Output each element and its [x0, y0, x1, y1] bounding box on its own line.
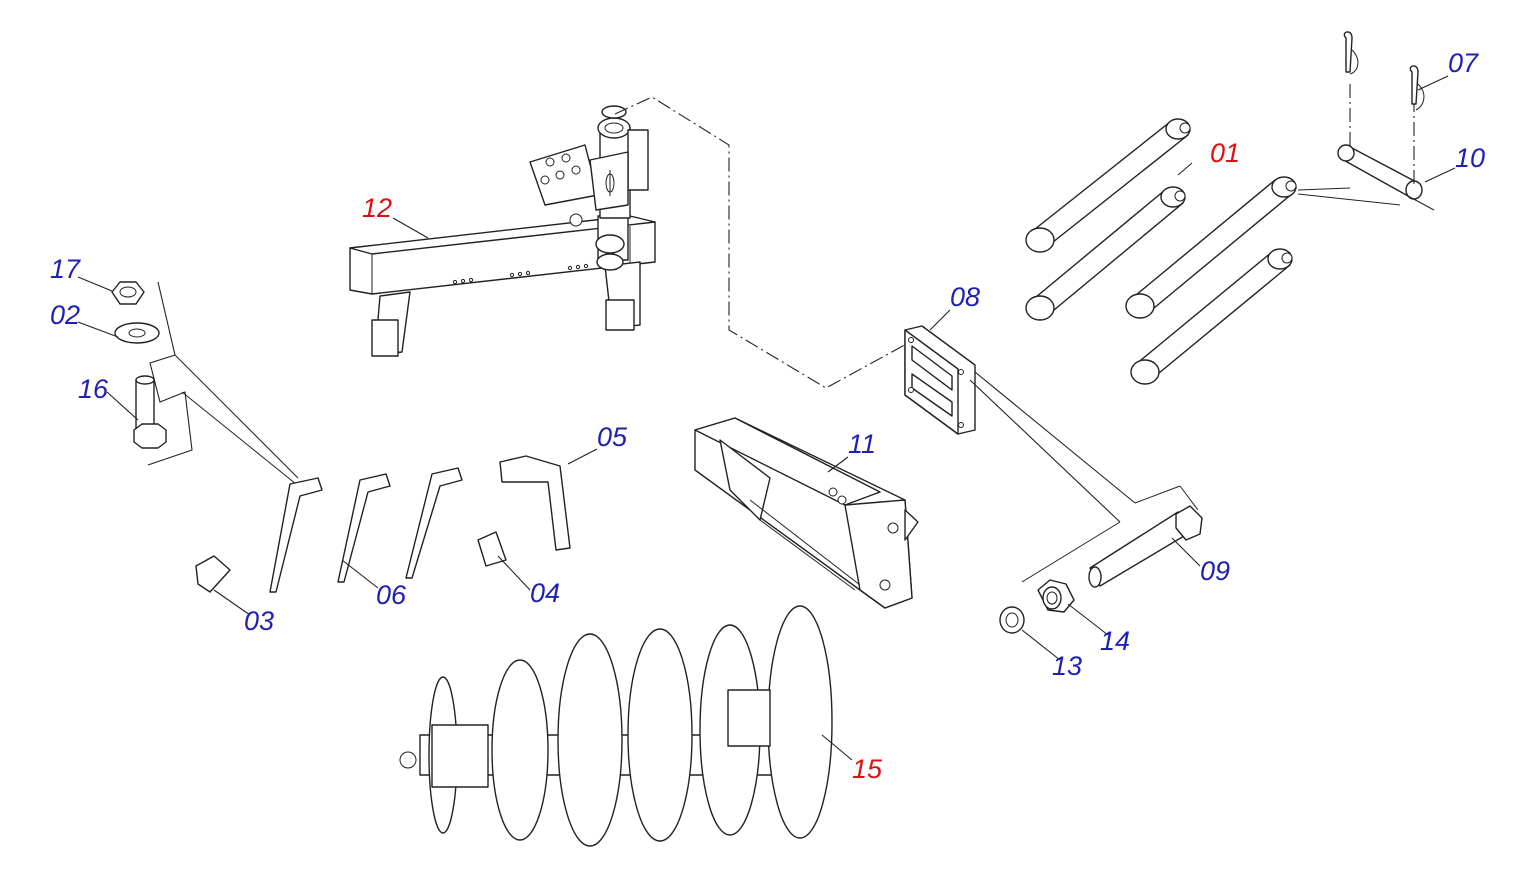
- roller-b: [1025, 186, 1186, 321]
- label-01: 01: [1210, 138, 1240, 168]
- label-04: 04: [530, 578, 560, 608]
- label-13: 13: [1052, 651, 1082, 681]
- assembly-line-08-09b: [974, 371, 1136, 504]
- label-16: 16: [78, 374, 109, 404]
- assembly-line-08-09a: [969, 379, 1121, 523]
- part-17-nut: [111, 281, 145, 305]
- part-04-guard: [477, 531, 507, 567]
- part-15-disc-gang: [399, 605, 833, 847]
- label-08: 08: [950, 282, 980, 312]
- part-05-s-tine: [499, 455, 571, 551]
- label-14: 14: [1100, 626, 1130, 656]
- part-10-tube: [1297, 84, 1435, 211]
- label-09: 09: [1200, 556, 1230, 586]
- roller-a: [1025, 118, 1191, 253]
- label-06: 06: [376, 580, 407, 610]
- roller-d: [1130, 248, 1293, 385]
- part-08-plate: [904, 325, 976, 435]
- label-11: 11: [848, 429, 876, 459]
- label-10: 10: [1455, 143, 1485, 173]
- label-12: 12: [362, 193, 392, 223]
- part-09-long-bolt: [1088, 505, 1203, 588]
- leader-lines: [77, 75, 1456, 761]
- part-11-bracket: [694, 417, 919, 609]
- part-13-washer: [999, 606, 1025, 634]
- part-03-guard: [195, 555, 231, 593]
- part-labels: 01 02 03 04 05 06 07 08 09 10 11 12 13 1…: [50, 48, 1485, 784]
- assembly-line-12-08: [614, 96, 913, 389]
- label-05: 05: [597, 422, 628, 452]
- part-01-rollers: [1025, 118, 1297, 385]
- part-14-nut: [1037, 579, 1075, 613]
- part-07-pins: [1343, 31, 1425, 111]
- part-06-tines: [269, 467, 463, 593]
- part-02-washer: [114, 322, 160, 344]
- part-12-main-beam: [349, 105, 656, 357]
- label-15: 15: [852, 754, 883, 784]
- label-17: 17: [50, 254, 81, 284]
- roller-c: [1125, 176, 1297, 319]
- label-03: 03: [244, 606, 274, 636]
- assembly-line-09-frame: [1021, 521, 1121, 583]
- label-07: 07: [1448, 48, 1479, 78]
- label-02: 02: [50, 300, 80, 330]
- part-16-bolt: [133, 375, 167, 449]
